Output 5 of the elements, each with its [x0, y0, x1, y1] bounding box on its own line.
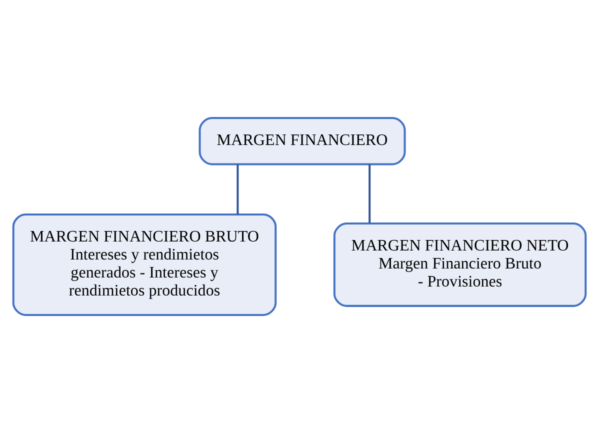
connector [368, 164, 371, 224]
node-box: MARGEN FINANCIERO [198, 117, 406, 166]
node-box: MARGEN FINANCIERO NETO Margen Financiero Bruto - Provisiones [333, 222, 587, 307]
connector [236, 164, 239, 214]
node-box: MARGEN FINANCIERO BRUTO Intereses y rendimietos generados - Intereses y rendimietos producidos [12, 213, 277, 316]
